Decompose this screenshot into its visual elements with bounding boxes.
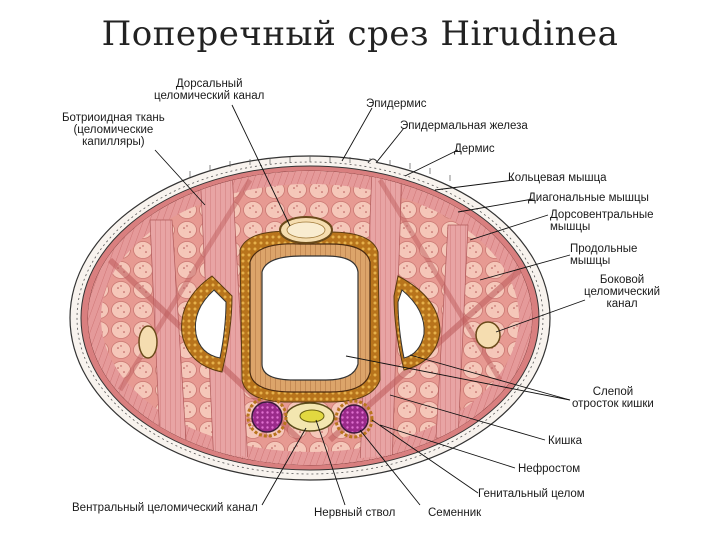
testis-left	[251, 401, 283, 433]
label-dorsal-coelomic-canal: Дорсальный целомический канал	[154, 78, 265, 102]
nerve-cord	[299, 409, 325, 423]
lateral-coelomic-canal-right	[475, 321, 501, 349]
label-epidermal-gland: Эпидермальная железа	[400, 120, 528, 132]
label-genital-coelom: Генитальный целом	[478, 488, 585, 500]
label-ventral-coelomic-canal: Вентральный целомический канал	[72, 502, 258, 514]
label-dermis: Дермис	[454, 143, 495, 155]
label-testis: Семенник	[428, 507, 482, 519]
label-ring-muscle: Кольцевая мышца	[508, 172, 607, 184]
label-longitudinal-muscles: Продольные мышцы	[570, 243, 638, 267]
label-intestine: Кишка	[548, 435, 583, 447]
gut-lumen	[261, 255, 359, 381]
label-botryoidal-tissue: Ботриоидная ткань (целомические капилляр…	[62, 112, 165, 148]
label-diagonal-muscles: Диагональные мышцы	[528, 192, 649, 204]
testis-right	[339, 404, 369, 434]
label-caecum: Слепой отросток кишки	[572, 386, 654, 410]
page-title: Поперечный срез Hirudinea	[101, 14, 619, 54]
lateral-coelomic-canal-left	[138, 325, 158, 359]
label-dorsoventral-muscles: Дорсовентральные мышцы	[550, 209, 654, 233]
label-lateral-coelomic-canal: Боковой целомический канал	[584, 274, 661, 310]
label-nerve-cord: Нервный ствол	[314, 507, 396, 519]
label-epidermis: Эпидермис	[366, 98, 427, 110]
label-nephrostome: Нефростом	[518, 463, 581, 475]
